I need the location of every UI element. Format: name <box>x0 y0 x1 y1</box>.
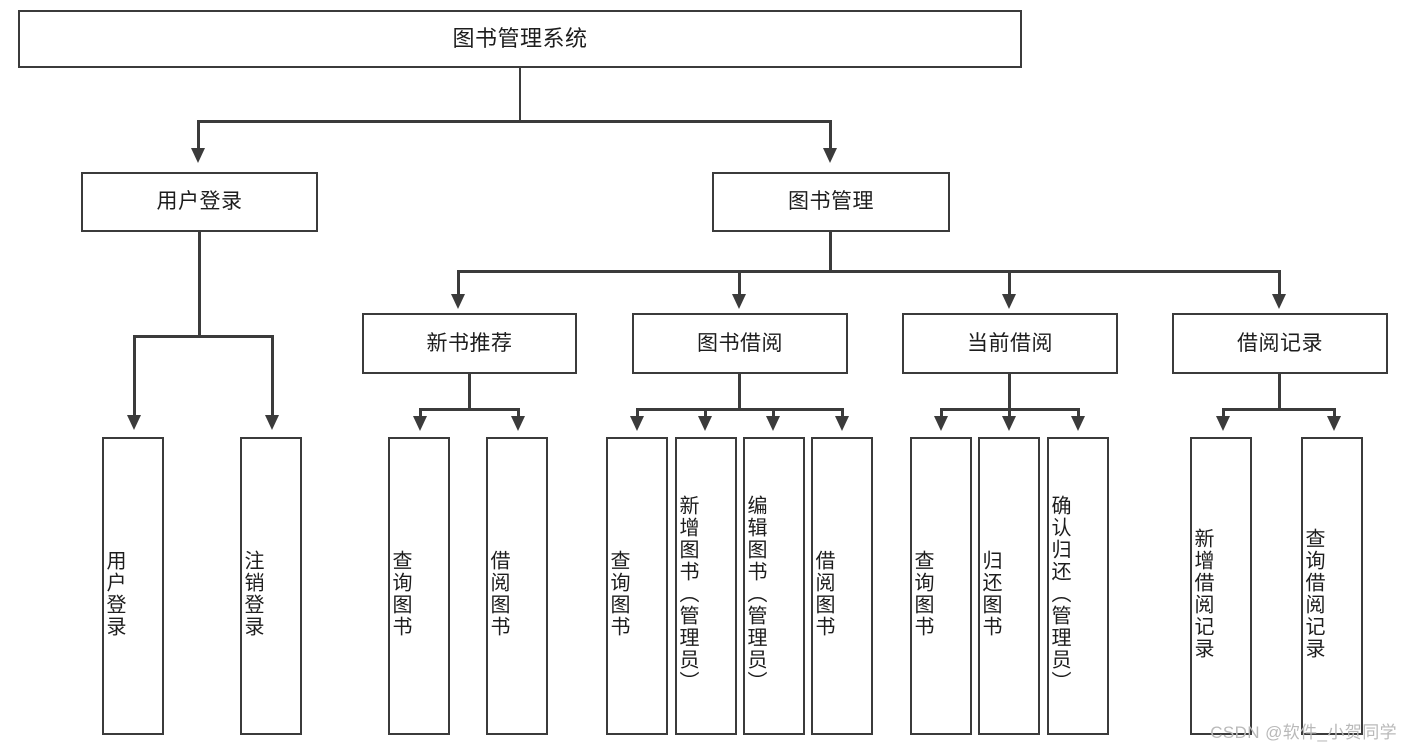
connector-root-bar <box>198 120 831 123</box>
arrow-user-login-leaf-1 <box>127 415 141 430</box>
leaf-borrow-book-1-label: 借阅图书 <box>487 550 509 638</box>
leaf-user-login[interactable]: 用户登录 <box>102 437 164 735</box>
leaf-confirm-return-label: 确认归还（管理员） <box>1048 495 1070 693</box>
connector-nbr-bar <box>420 408 519 411</box>
arrow-nbr-leaf-2 <box>511 416 525 431</box>
connector-user-login-drop-2 <box>271 335 274 417</box>
connector-nbr-drop-2 <box>517 408 520 418</box>
node-book-management[interactable]: 图书管理 <box>712 172 950 232</box>
node-root[interactable]: 图书管理系统 <box>18 10 1022 68</box>
arrow-bb-leaf-1 <box>630 416 644 431</box>
connector-br-drop-1 <box>1222 408 1225 418</box>
connector-nbr-drop-1 <box>419 408 422 418</box>
leaf-logout-login-label: 注销登录 <box>241 550 263 638</box>
arrow-bb-leaf-2 <box>698 416 712 431</box>
connector-cb-drop-3 <box>1077 408 1080 418</box>
connector-root-to-book-management <box>829 120 832 150</box>
leaf-add-book[interactable]: 新增图书（管理员） <box>675 437 737 735</box>
connector-cb-drop-2 <box>1008 408 1011 418</box>
connector-user-login-drop-1 <box>133 335 136 417</box>
connector-bb-drop-3 <box>772 408 775 418</box>
arrow-root-to-user-login <box>191 148 205 163</box>
leaf-user-login-label: 用户登录 <box>103 550 125 638</box>
arrow-bm-borrow-record <box>1272 294 1286 309</box>
arrow-root-to-book-management <box>823 148 837 163</box>
connector-book-management-stem <box>829 232 832 272</box>
node-borrow-record-label: 借阅记录 <box>1237 331 1323 355</box>
node-current-borrow-label: 当前借阅 <box>967 331 1053 355</box>
node-current-borrow[interactable]: 当前借阅 <box>902 313 1118 374</box>
leaf-query-book-1[interactable]: 查询图书 <box>388 437 450 735</box>
leaf-query-record-label: 查询借阅记录 <box>1302 528 1324 660</box>
arrow-bb-leaf-4 <box>835 416 849 431</box>
node-book-management-label: 图书管理 <box>788 190 874 214</box>
leaf-add-book-label: 新增图书（管理员） <box>676 495 698 693</box>
leaf-edit-book[interactable]: 编辑图书（管理员） <box>743 437 805 735</box>
connector-br-drop-2 <box>1333 408 1336 418</box>
connector-bm-drop-3 <box>1008 270 1011 296</box>
node-new-book-recommend-label: 新书推荐 <box>426 331 513 355</box>
arrow-bm-current-borrow <box>1002 294 1016 309</box>
connector-bm-drop-4 <box>1278 270 1281 296</box>
node-book-borrow-label: 图书借阅 <box>697 331 783 355</box>
leaf-borrow-book-1[interactable]: 借阅图书 <box>486 437 548 735</box>
connector-br-stem <box>1278 374 1281 410</box>
arrow-nbr-leaf-1 <box>413 416 427 431</box>
leaf-query-book-2[interactable]: 查询图书 <box>606 437 668 735</box>
node-book-borrow[interactable]: 图书借阅 <box>632 313 848 374</box>
connector-book-management-bar <box>458 270 1280 273</box>
connector-user-login-bar <box>134 335 273 338</box>
arrow-br-leaf-1 <box>1216 416 1230 431</box>
connector-bb-stem <box>738 374 741 410</box>
node-user-login-label: 用户登录 <box>156 190 243 214</box>
arrow-bm-new-book-recommend <box>451 294 465 309</box>
node-borrow-record[interactable]: 借阅记录 <box>1172 313 1388 374</box>
leaf-query-book-3[interactable]: 查询图书 <box>910 437 972 735</box>
connector-cb-stem <box>1008 374 1011 410</box>
leaf-borrow-book-2[interactable]: 借阅图书 <box>811 437 873 735</box>
connector-user-login-stem <box>198 232 201 337</box>
leaf-add-record[interactable]: 新增借阅记录 <box>1190 437 1252 735</box>
watermark: CSDN @软件_小贺同学 <box>1210 723 1397 742</box>
leaf-query-record[interactable]: 查询借阅记录 <box>1301 437 1363 735</box>
connector-bb-drop-1 <box>636 408 639 418</box>
leaf-return-book-label: 归还图书 <box>979 550 1001 638</box>
connector-bb-drop-4 <box>841 408 844 418</box>
connector-bm-drop-1 <box>457 270 460 296</box>
connector-bb-drop-2 <box>704 408 707 418</box>
node-new-book-recommend[interactable]: 新书推荐 <box>362 313 577 374</box>
connector-root-to-user-login <box>197 120 200 150</box>
arrow-br-leaf-2 <box>1327 416 1341 431</box>
leaf-logout-login[interactable]: 注销登录 <box>240 437 302 735</box>
arrow-cb-leaf-2 <box>1002 416 1016 431</box>
leaf-add-record-label: 新增借阅记录 <box>1191 528 1213 660</box>
arrow-bm-book-borrow <box>732 294 746 309</box>
connector-cb-drop-1 <box>940 408 943 418</box>
leaf-query-book-3-label: 查询图书 <box>911 550 933 638</box>
leaf-confirm-return[interactable]: 确认归还（管理员） <box>1047 437 1109 735</box>
arrow-cb-leaf-3 <box>1071 416 1085 431</box>
connector-root-stem <box>518 68 521 121</box>
arrow-user-login-leaf-2 <box>265 415 279 430</box>
connector-br-bar <box>1223 408 1335 411</box>
leaf-query-book-2-label: 查询图书 <box>607 550 629 638</box>
connector-bb-bar <box>637 408 843 411</box>
leaf-query-book-1-label: 查询图书 <box>389 550 411 638</box>
connector-bm-drop-2 <box>738 270 741 296</box>
leaf-return-book[interactable]: 归还图书 <box>978 437 1040 735</box>
node-user-login[interactable]: 用户登录 <box>81 172 318 232</box>
arrow-bb-leaf-3 <box>766 416 780 431</box>
connector-nbr-stem <box>468 374 471 410</box>
leaf-edit-book-label: 编辑图书（管理员） <box>744 495 766 693</box>
node-root-label: 图书管理系统 <box>452 25 588 51</box>
leaf-borrow-book-2-label: 借阅图书 <box>812 550 834 638</box>
arrow-cb-leaf-1 <box>934 416 948 431</box>
